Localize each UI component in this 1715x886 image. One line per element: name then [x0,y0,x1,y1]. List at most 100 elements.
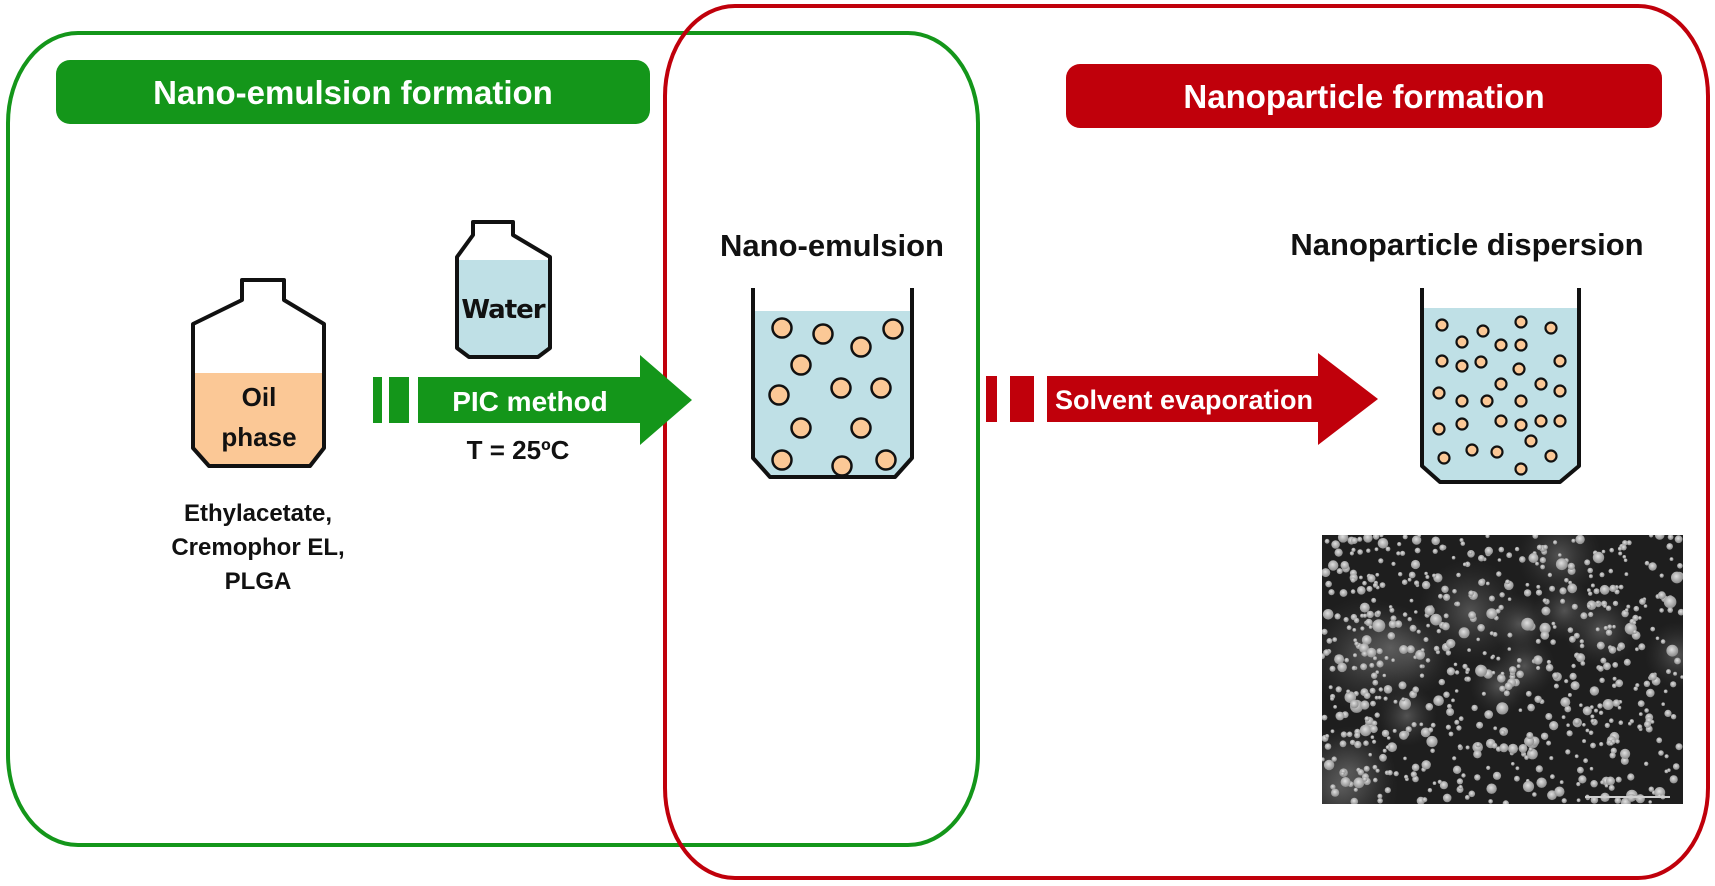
micrograph-particle [1409,598,1414,603]
micrograph-particle [1425,658,1431,663]
micrograph-particle [1468,590,1474,596]
micrograph-particle [1549,756,1554,761]
micrograph-particle [1465,745,1470,750]
micrograph-particle [1481,691,1486,696]
micrograph-particle [1419,673,1425,678]
emulsion-droplet [850,336,872,358]
micrograph-particle [1432,548,1438,554]
micrograph-particle [1549,721,1559,731]
micrograph-particle [1478,579,1486,586]
micrograph-particle [1462,663,1468,670]
micrograph-particle [1504,682,1513,691]
micrograph-particle [1383,696,1388,701]
micrograph-particle [1587,604,1592,609]
micrograph-particle [1459,538,1464,543]
micrograph-particle [1386,736,1391,740]
micrograph-particle [1362,580,1367,586]
micrograph-particle [1552,672,1559,679]
micrograph-particle [1505,579,1510,585]
dispersion-particle [1544,321,1558,335]
dispersion-particles [1432,315,1567,476]
micrograph-particle [1464,561,1471,568]
micrograph-particle [1670,681,1677,688]
micrograph-particle [1618,584,1624,590]
micrograph-particle [1603,625,1608,631]
micrograph-particle [1609,547,1614,553]
micrograph-particle [1323,759,1335,771]
micrograph-particle [1369,662,1375,668]
micrograph-particle [1612,624,1616,629]
micrograph-particle [1579,643,1585,649]
micrograph-particle [1514,546,1520,552]
micrograph-particle [1664,754,1669,759]
micrograph-particle [1490,655,1494,660]
micrograph-particle [1511,762,1515,766]
micrograph-particle [1382,673,1387,678]
micrograph-particle [1456,778,1463,785]
micrograph-particle [1351,547,1356,553]
micrograph-particle [1354,732,1361,739]
micrograph-particle [1672,763,1680,770]
micrograph-particle [1373,777,1378,783]
micrograph-particle [1589,766,1594,771]
micrograph-particle [1635,794,1645,804]
micrograph-particle [1500,671,1505,676]
micrograph-particle [1468,611,1476,620]
micrograph-particle [1372,679,1379,686]
micrograph-particle [1322,628,1328,635]
micrograph-particle [1454,689,1459,693]
oil-bottle-icon [191,278,326,468]
micrograph-particle [1433,645,1440,652]
micrograph-particle [1677,563,1683,569]
micrograph-particle [1402,612,1408,617]
micrograph-particle [1416,629,1421,634]
micrograph-particle [1644,761,1649,766]
micrograph-particle [1560,598,1566,604]
micrograph-particle [1484,546,1494,556]
micrograph-particle [1599,677,1605,683]
micrograph-particle [1608,568,1614,574]
micrograph-particle [1423,637,1429,643]
micrograph-particle [1599,584,1610,595]
micrograph-particle [1532,535,1539,539]
micrograph-particle [1465,667,1470,673]
micrograph-particle [1571,603,1578,610]
micrograph-particle [1324,743,1332,750]
emulsion-droplet [831,455,853,477]
micrograph-particle [1430,748,1435,754]
micrograph-particle [1509,666,1517,674]
micrograph-particle [1601,549,1606,554]
micrograph-particle [1644,720,1651,728]
micrograph-particle [1587,588,1591,593]
micrograph-particle [1363,535,1373,543]
micrograph-particle [1424,605,1435,616]
micrograph-particle [1372,764,1378,770]
micrograph-particle [1391,561,1396,567]
micrograph-particle [1439,781,1448,790]
micrograph-particle [1354,641,1359,646]
micrograph-particle [1414,547,1421,554]
dispersion-particle [1534,377,1548,391]
micrograph-particle [1655,636,1660,641]
micrograph-particle [1376,648,1383,655]
micrograph-particle [1424,571,1428,576]
micrograph-particle [1369,687,1376,694]
emulsion-droplet [768,384,790,406]
micrograph-particle [1392,728,1397,733]
micrograph-particle [1502,800,1509,804]
micrograph-particle [1325,734,1330,739]
micrograph-particle [1612,699,1621,707]
micrograph-particle [1635,683,1640,688]
micrograph-particle [1383,685,1393,694]
micrograph-particle [1359,575,1363,580]
dispersion-particle [1544,449,1558,463]
micrograph-particle [1569,672,1577,681]
micrograph-particle [1604,722,1610,729]
micrograph-particle [1551,621,1556,626]
micrograph-particle [1417,535,1422,538]
micrograph-particle [1476,721,1484,729]
micrograph-particle [1612,683,1617,689]
micrograph-particle [1518,744,1528,753]
micrograph-particle [1576,798,1581,803]
micrograph-particle [1402,535,1408,540]
